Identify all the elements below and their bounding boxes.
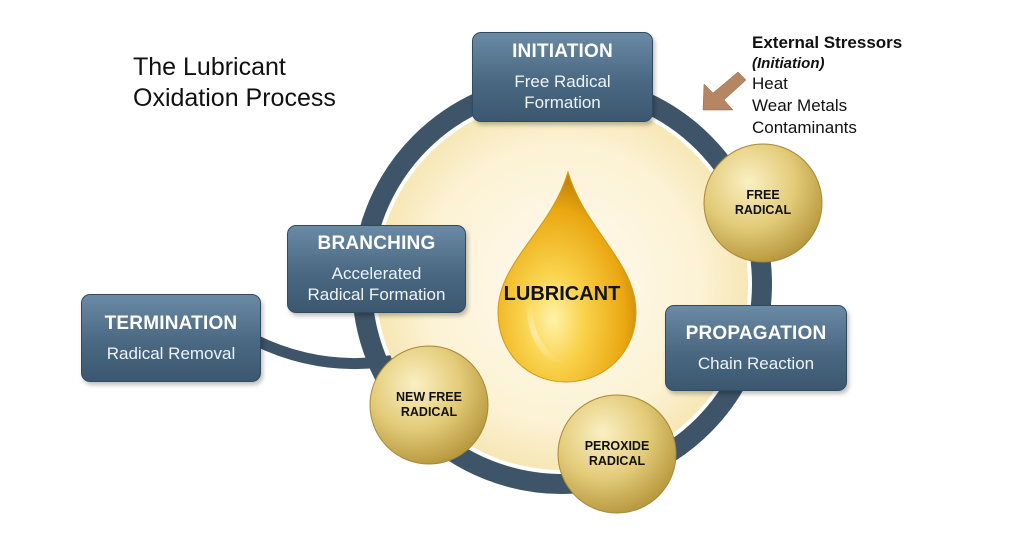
lubricant-label: LUBRICANT	[503, 283, 621, 305]
initiation-sub-2: Formation	[524, 93, 601, 112]
new-free-radical-line-1: NEW FREE	[396, 390, 462, 404]
stressor-item: Contaminants	[752, 118, 857, 137]
termination-sub-1: Radical Removal	[106, 343, 236, 363]
stressors-heading: External Stressors	[752, 33, 903, 52]
external-stressors: External Stressors (Initiation) Heat Wea…	[752, 32, 902, 139]
stressor-item: Wear Metals	[752, 96, 848, 115]
diagram-title: The Lubricant Oxidation Process	[133, 52, 336, 114]
branching-heading: BRANCHING	[317, 233, 436, 254]
peroxide-radical-line-1: PEROXIDE	[584, 439, 650, 453]
free-radical-line-2: RADICAL	[734, 203, 792, 217]
branching-sub-2: Radical Formation	[307, 285, 446, 304]
propagation-heading: PROPAGATION	[685, 322, 827, 344]
stressors-subheading: (Initiation)	[752, 55, 825, 72]
stage-termination: TERMINATION Radical Removal	[81, 294, 261, 382]
new-free-radical-circle	[369, 345, 489, 465]
stressor-item: Heat	[752, 74, 788, 93]
propagation-sub-1: Chain Reaction	[697, 353, 815, 373]
peroxide-radical-line-2: RADICAL	[588, 454, 646, 468]
stage-propagation: PROPAGATION Chain Reaction	[665, 305, 847, 391]
new-free-radical-label: NEW FREE RADICAL	[370, 386, 488, 424]
title-line-2: Oxidation Process	[133, 84, 336, 112]
peroxide-radical-label: PEROXIDE RADICAL	[558, 435, 676, 473]
stage-branching: BRANCHING Accelerated Radical Formation	[287, 225, 466, 313]
title-line-1: The Lubricant	[133, 53, 286, 81]
stage-initiation: INITIATION Free Radical Formation	[472, 32, 653, 122]
drop-highlight	[526, 297, 565, 367]
initiation-sub-1: Free Radical	[514, 72, 611, 91]
initiation-heading: INITIATION	[512, 41, 613, 62]
new-free-radical-line-2: RADICAL	[400, 405, 458, 419]
termination-heading: TERMINATION	[104, 312, 238, 334]
branching-sub-1: Accelerated	[331, 264, 422, 283]
free-radical-circle	[703, 143, 823, 263]
free-radical-line-1: FREE	[746, 188, 780, 202]
free-radical-label: FREE RADICAL	[704, 184, 822, 222]
peroxide-radical-circle	[557, 394, 677, 514]
stressor-arrow-icon	[702, 71, 747, 111]
